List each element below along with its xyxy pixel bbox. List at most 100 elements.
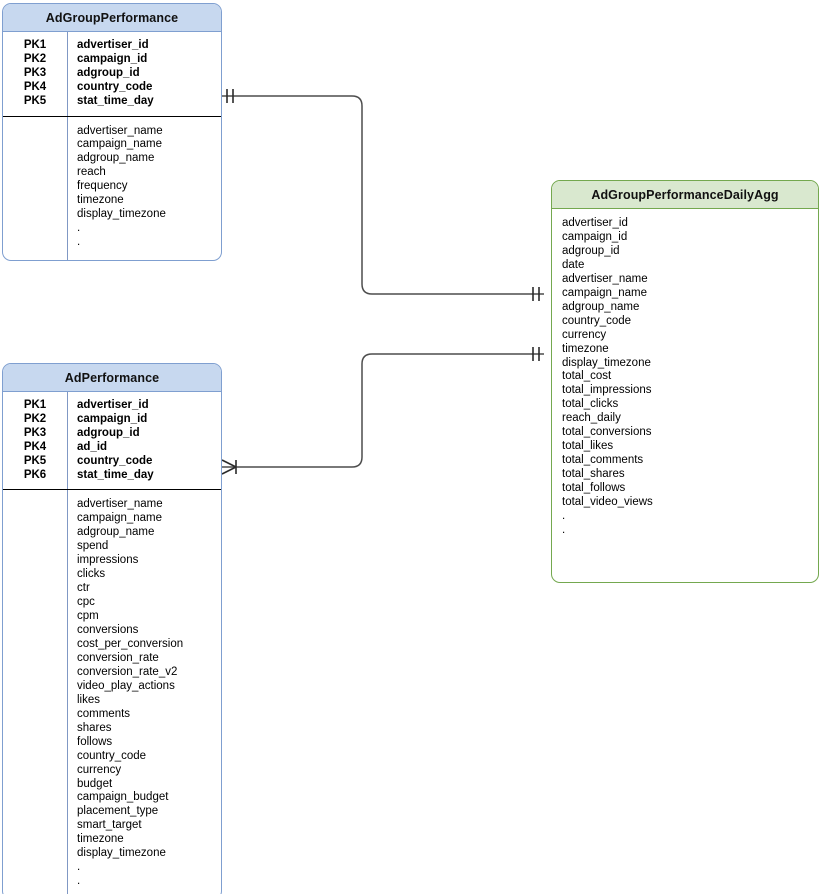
- attribute-row: placement_type: [77, 805, 159, 818]
- primary-key-tag: PK5: [23, 94, 47, 107]
- attribute-row: total_clicks: [562, 398, 619, 411]
- attribute-row: cost_per_conversion: [77, 637, 184, 650]
- attribute-ellipsis: .: [77, 222, 81, 235]
- primary-key-name: campaign_id: [77, 412, 148, 425]
- attribute-row: country_code: [562, 314, 632, 327]
- attribute-row: conversion_rate_v2: [77, 665, 178, 678]
- primary-key-name: adgroup_id: [77, 66, 140, 79]
- attribute-row: frequency: [77, 180, 128, 193]
- attribute-row: display_timezone: [77, 208, 166, 221]
- entity-adgroup-performance-daily-agg[interactable]: AdGroupPerformanceDailyAgg advertiser_id…: [551, 180, 819, 583]
- primary-key-tag: PK1: [23, 399, 47, 411]
- primary-key-name: campaign_id: [77, 52, 148, 65]
- attribute-row: spend: [77, 540, 109, 553]
- entity-title: AdGroupPerformanceDailyAgg: [552, 181, 818, 209]
- primary-key-name: advertiser_id: [77, 39, 149, 51]
- attribute-ellipsis: .: [77, 861, 81, 874]
- attribute-row: campaign_budget: [77, 791, 169, 804]
- entity-title: AdGroupPerformance: [3, 4, 221, 32]
- attribute-row: total_follows: [562, 482, 626, 495]
- cardinality-many-adperformance: [221, 459, 237, 475]
- attribute-row: timezone: [77, 833, 124, 846]
- attribute-row: campaign_name: [77, 138, 163, 151]
- attribute-ellipsis: .: [562, 523, 566, 536]
- attribute-gutter: [3, 116, 68, 261]
- attribute-row: comments: [77, 707, 131, 720]
- attribute-row: video_play_actions: [77, 679, 175, 692]
- attribute-row: adgroup_name: [562, 300, 640, 313]
- attribute-row: total_impressions: [562, 384, 652, 397]
- attribute-row: likes: [77, 693, 101, 706]
- attribute-row: cpc: [77, 596, 95, 609]
- attribute-row: campaign_name: [562, 286, 648, 299]
- attribute-row: currency: [562, 328, 607, 341]
- attribute-row: country_code: [77, 749, 147, 762]
- attribute-row: currency: [77, 763, 122, 776]
- cardinality-one-and-only-one-adgroup: [226, 89, 234, 103]
- attribute-row: timezone: [562, 342, 609, 355]
- attribute-row: shares: [77, 721, 112, 734]
- attribute-row: advertiser_id: [562, 217, 628, 229]
- attribute-row: conversions: [77, 624, 139, 637]
- attribute-row: total_shares: [562, 468, 625, 481]
- attribute-row: advertiser_name: [562, 272, 648, 285]
- connector-adgroup-to-dailyagg: [222, 95, 544, 295]
- entity-title: AdPerformance: [3, 364, 221, 392]
- attribute-row: display_timezone: [562, 356, 651, 369]
- attribute-row: ctr: [77, 582, 90, 595]
- attribute-row: campaign_name: [77, 512, 163, 525]
- attribute-row: budget: [77, 777, 113, 790]
- primary-key-tag: PK5: [23, 454, 47, 467]
- primary-key-name: country_code: [77, 454, 153, 467]
- primary-key-name: stat_time_day: [77, 94, 154, 107]
- attribute-row: smart_target: [77, 819, 142, 832]
- attribute-ellipsis: .: [77, 236, 81, 249]
- attribute-row: total_conversions: [562, 426, 652, 439]
- attribute-row: total_comments: [562, 454, 644, 467]
- primary-key-name: advertiser_id: [77, 399, 149, 411]
- attribute-ellipsis: .: [77, 875, 81, 888]
- attribute-row: display_timezone: [77, 847, 166, 860]
- attribute-row: advertiser_name: [77, 124, 163, 137]
- attribute-row: adgroup_name: [77, 152, 155, 165]
- attribute-row: follows: [77, 735, 113, 748]
- attribute-row: date: [562, 258, 585, 271]
- primary-key-name: country_code: [77, 80, 153, 93]
- primary-key-tag: PK3: [23, 66, 47, 79]
- primary-key-name: adgroup_id: [77, 426, 140, 439]
- attribute-gutter: [3, 490, 68, 894]
- attribute-row: clicks: [77, 568, 106, 581]
- primary-key-tag: PK2: [23, 52, 47, 65]
- attribute-row: total_cost: [562, 370, 612, 383]
- primary-key-name: ad_id: [77, 440, 108, 453]
- connector-adperformance-to-dailyagg: [222, 353, 544, 468]
- primary-key-tag: PK4: [23, 80, 47, 93]
- attribute-row: adgroup_id: [562, 244, 620, 257]
- primary-key-tag: PK1: [23, 39, 47, 51]
- primary-key-tag: PK6: [23, 468, 47, 481]
- attribute-row: total_video_views: [562, 496, 653, 509]
- attribute-row: reach: [77, 166, 106, 179]
- primary-key-tag: PK4: [23, 440, 47, 453]
- cardinality-one-and-only-one-dailyagg-bottom: [532, 347, 540, 361]
- primary-key-name: stat_time_day: [77, 468, 154, 481]
- attribute-row: timezone: [77, 194, 124, 207]
- attribute-row: cpm: [77, 610, 99, 623]
- attribute-row: impressions: [77, 554, 139, 567]
- attribute-row: campaign_id: [562, 230, 628, 243]
